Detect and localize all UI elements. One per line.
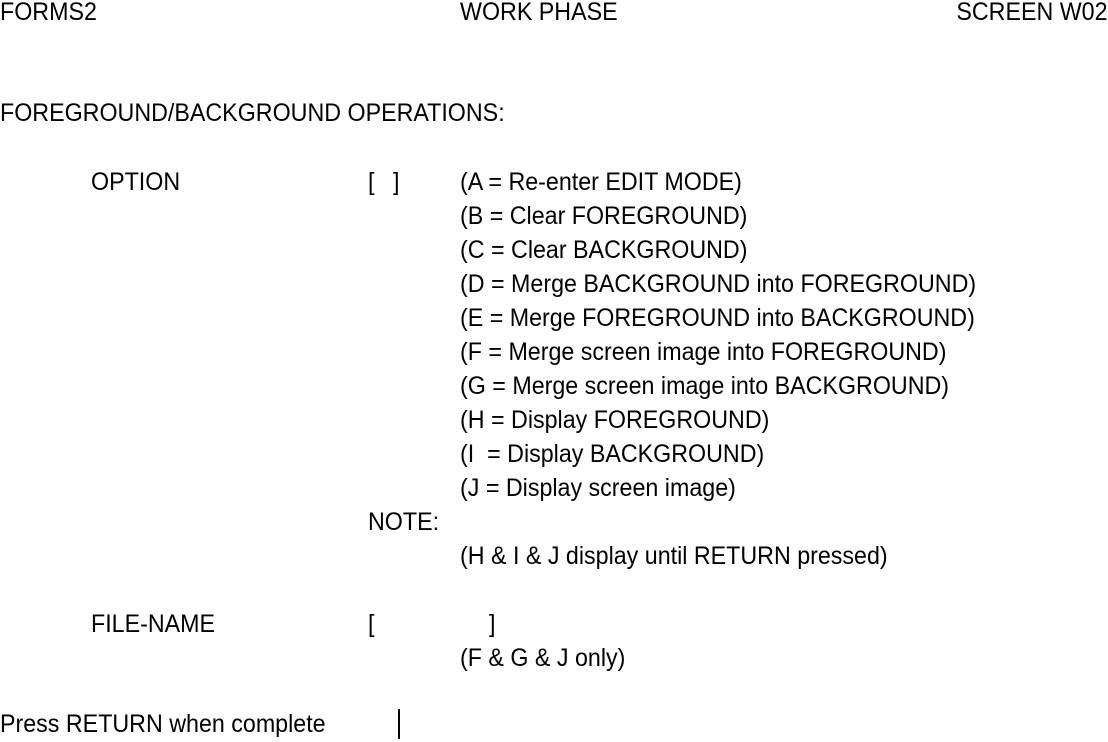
status-prompt: Press RETURN when complete bbox=[0, 710, 326, 738]
note-label: NOTE: bbox=[368, 508, 440, 536]
option-choice-f: (F = Merge screen image into FOREGROUND) bbox=[460, 338, 947, 366]
file-name-label: FILE-NAME bbox=[91, 610, 216, 638]
option-choice-a: (A = Re-enter EDIT MODE) bbox=[460, 168, 742, 196]
text-cursor bbox=[398, 709, 400, 739]
program-name: FORMS2 bbox=[0, 0, 97, 26]
option-choice-i: (I = Display BACKGROUND) bbox=[460, 440, 765, 468]
option-bracket-close: ] bbox=[393, 168, 400, 196]
note-text: (H & I & J display until RETURN pressed) bbox=[460, 542, 888, 570]
file-name-input[interactable]: [ ] bbox=[368, 612, 500, 640]
option-choice-h: (H = Display FOREGROUND) bbox=[460, 406, 770, 434]
option-choice-e: (E = Merge FOREGROUND into BACKGROUND) bbox=[460, 304, 975, 332]
option-choice-g: (G = Merge screen image into BACKGROUND) bbox=[460, 372, 950, 400]
phase-title: WORK PHASE bbox=[460, 0, 618, 26]
option-label: OPTION bbox=[91, 168, 181, 196]
screen-id: SCREEN W02 bbox=[956, 0, 1108, 26]
option-bracket-open: [ bbox=[368, 168, 375, 196]
option-choice-b: (B = Clear FOREGROUND) bbox=[460, 202, 748, 230]
file-name-hint: (F & G & J only) bbox=[460, 644, 626, 672]
option-choice-d: (D = Merge BACKGROUND into FOREGROUND) bbox=[460, 270, 977, 298]
option-choice-j: (J = Display screen image) bbox=[460, 474, 736, 502]
file-name-bracket-close: ] bbox=[489, 610, 496, 638]
option-choice-c: (C = Clear BACKGROUND) bbox=[460, 236, 748, 264]
option-input[interactable]: [ ] bbox=[368, 170, 402, 198]
file-name-bracket-open: [ bbox=[368, 610, 375, 638]
section-title: FOREGROUND/BACKGROUND OPERATIONS: bbox=[0, 99, 505, 127]
